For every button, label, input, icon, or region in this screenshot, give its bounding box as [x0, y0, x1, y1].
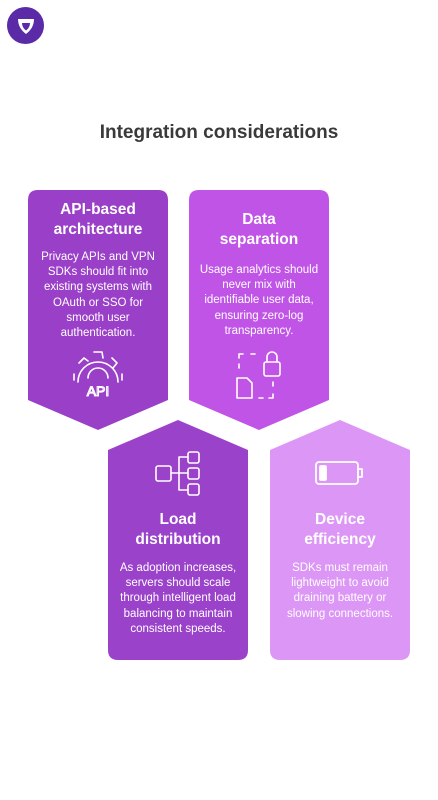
- card-heading: API-based architecture: [53, 201, 143, 238]
- card-shape: [108, 420, 248, 660]
- shield-logo-icon: [17, 18, 34, 34]
- battery-low-icon: [315, 461, 363, 485]
- card-body: As adoption increases, servers should sc…: [119, 562, 237, 635]
- card-device-efficiency: Device efficiency SDKs must remain light…: [270, 420, 410, 660]
- card-body: SDKs must remain lightweight to avoid dr…: [286, 562, 394, 620]
- page-title: Integration considerations: [99, 122, 339, 143]
- gear-api-icon: API: [73, 351, 123, 400]
- file-lock-icon: [236, 351, 281, 399]
- card-load-distribution: Load distribution As adoption increases,…: [108, 420, 248, 660]
- card-shape: [28, 190, 168, 430]
- svg-text:API: API: [87, 383, 110, 399]
- card-data-separation: Data separation Usage analytics should n…: [189, 190, 329, 430]
- card-heading: Load distribution: [135, 511, 221, 548]
- card-body: Usage analytics should never mix with id…: [199, 264, 319, 337]
- network-tree-icon: [155, 451, 200, 496]
- card-shape: [189, 190, 329, 430]
- brand-logo[interactable]: [7, 7, 44, 44]
- card-body: Privacy APIs and VPN SDKs should fit int…: [41, 251, 155, 340]
- card-heading: Data separation: [219, 211, 299, 248]
- card-api-based-architecture: API-based architecture Privacy APIs and …: [28, 190, 168, 430]
- card-heading: Device efficiency: [304, 511, 376, 548]
- card-shape: [270, 420, 410, 660]
